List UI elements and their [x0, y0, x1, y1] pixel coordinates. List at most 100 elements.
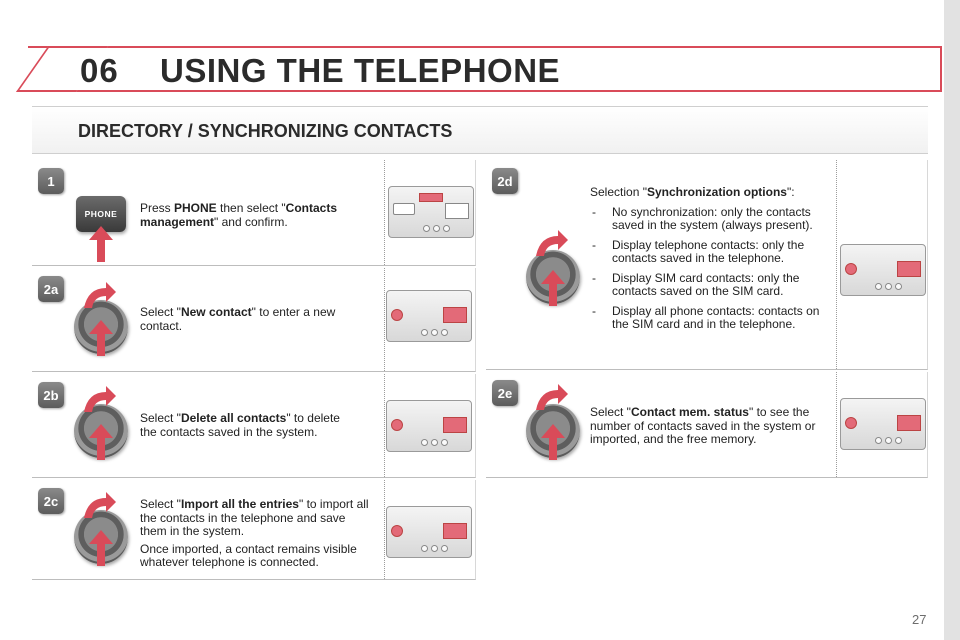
- radio-dot: [443, 225, 450, 232]
- list-item: Display SIM card contacts: only the cont…: [590, 271, 830, 299]
- chapter-header: 06 USING THE TELEPHONE: [16, 42, 942, 92]
- radio-screen: [419, 193, 443, 202]
- radio-panel-illustration: [840, 398, 926, 450]
- rotate-arrow-icon: [536, 230, 568, 256]
- radio-dot: [895, 437, 902, 444]
- rotate-arrow-icon: [84, 492, 116, 518]
- radio-dot: [885, 437, 892, 444]
- radio-panel-illustration: [388, 186, 474, 238]
- text-run: " to delete the contacts saved in the sy…: [140, 411, 340, 439]
- radio-knob-highlight: [391, 525, 403, 537]
- radio-pad: [443, 417, 467, 433]
- radio-button: [393, 203, 415, 215]
- list-item: No synchronization: only the contacts sa…: [590, 205, 830, 233]
- panel-divider: [384, 268, 385, 371]
- step-2d-text: Selection "Synchronization options": No …: [590, 185, 830, 338]
- arrow-up-icon: [541, 270, 565, 306]
- phone-term: PHONE: [174, 201, 217, 215]
- radio-knob-highlight: [845, 417, 857, 429]
- panel-divider: [836, 372, 837, 477]
- radio-pad: [897, 261, 921, 277]
- panel-divider: [836, 160, 837, 369]
- text-run: Selection ": [590, 185, 647, 199]
- chapter-number: 06: [80, 52, 119, 89]
- radio-knob-highlight: [845, 263, 857, 275]
- step-2e-text: Select "Contact mem. status" to see the …: [590, 405, 830, 451]
- radio-dot: [875, 283, 882, 290]
- chapter-header-frame: [28, 46, 942, 92]
- radio-knob-highlight: [391, 309, 403, 321]
- radio-dot: [441, 439, 448, 446]
- page-number: 27: [912, 612, 927, 627]
- step-2b-text: Select "Delete all contacts" to delete t…: [140, 411, 356, 443]
- step-badge: 2a: [38, 276, 64, 302]
- panel-divider: [384, 160, 385, 265]
- rotate-arrow-icon: [536, 384, 568, 410]
- arrow-up-icon: [89, 530, 113, 566]
- radio-panel-illustration: [840, 244, 926, 296]
- list-item: Display telephone contacts: only the con…: [590, 238, 830, 266]
- menu-item-term: New contact: [180, 305, 252, 319]
- menu-item-term: Contact mem. status: [630, 405, 749, 419]
- text-run: " and confirm.: [214, 214, 288, 229]
- text-run: " to enter a new contact.: [140, 305, 336, 333]
- radio-pad: [897, 415, 921, 431]
- radio-knob-highlight: [391, 419, 403, 431]
- step-badge: 2b: [38, 382, 64, 408]
- panel-divider: [384, 480, 385, 579]
- menu-item-term: Import all the entries: [180, 497, 299, 511]
- radio-dot: [895, 283, 902, 290]
- section-title: DIRECTORY / SYNCHRONIZING CONTACTS: [78, 121, 453, 141]
- arrow-up-icon: [89, 226, 113, 262]
- step-2c-text: Select "Import all the entries" to impor…: [140, 497, 372, 574]
- text-run: Select ": [590, 405, 631, 419]
- step-badge: 2c: [38, 488, 64, 514]
- radio-panel-illustration: [386, 506, 472, 558]
- page-edge-stripe: [944, 0, 960, 640]
- radio-dot: [875, 437, 882, 444]
- radio-dot: [441, 545, 448, 552]
- menu-item-term: Delete all contacts: [180, 411, 287, 425]
- text-run: Select ": [140, 411, 181, 425]
- chapter-title: USING THE TELEPHONE: [160, 52, 561, 89]
- section-band: DIRECTORY / SYNCHRONIZING CONTACTS: [32, 106, 928, 154]
- radio-panel-illustration: [386, 290, 472, 342]
- radio-dot: [431, 329, 438, 336]
- rotate-arrow-icon: [84, 386, 116, 412]
- step-1-text: Press PHONE then select "Contacts manage…: [140, 201, 356, 233]
- step-badge: 2d: [492, 168, 518, 194]
- radio-dot: [421, 329, 428, 336]
- text-run: Select ": [140, 497, 181, 511]
- radio-dot: [423, 225, 430, 232]
- radio-pad: [443, 523, 467, 539]
- radio-dot: [431, 439, 438, 446]
- radio-dot: [885, 283, 892, 290]
- menu-item-term: Contacts management: [140, 201, 338, 229]
- radio-dot: [431, 545, 438, 552]
- sync-options-list: No synchronization: only the contacts sa…: [590, 205, 830, 332]
- radio-dot: [421, 545, 428, 552]
- text-run: Select ": [140, 305, 181, 319]
- radio-dot: [421, 439, 428, 446]
- arrow-up-icon: [89, 320, 113, 356]
- text-run: Press: [140, 201, 175, 215]
- radio-dot: [433, 225, 440, 232]
- arrow-up-icon: [541, 424, 565, 460]
- radio-panel-illustration: [386, 400, 472, 452]
- text-run: ":: [786, 185, 795, 199]
- arrow-up-icon: [89, 424, 113, 460]
- list-item: Display all phone contacts: contacts on …: [590, 304, 830, 332]
- rotate-arrow-icon: [84, 282, 116, 308]
- step-badge: 1: [38, 168, 64, 194]
- radio-dot: [441, 329, 448, 336]
- text-run: " to import all the contacts in the tele…: [140, 497, 369, 538]
- radio-pad: [445, 203, 469, 219]
- step-2c-note: Once imported, a contact remains visible…: [140, 541, 357, 569]
- menu-item-term: Synchronization options: [646, 185, 787, 199]
- step-2a-text: Select "New contact" to enter a new cont…: [140, 305, 356, 337]
- text-run: " to see the number of contacts saved in…: [590, 405, 816, 446]
- panel-divider: [384, 374, 385, 477]
- step-badge: 2e: [492, 380, 518, 406]
- radio-pad: [443, 307, 467, 323]
- text-run: then select ": [216, 201, 286, 215]
